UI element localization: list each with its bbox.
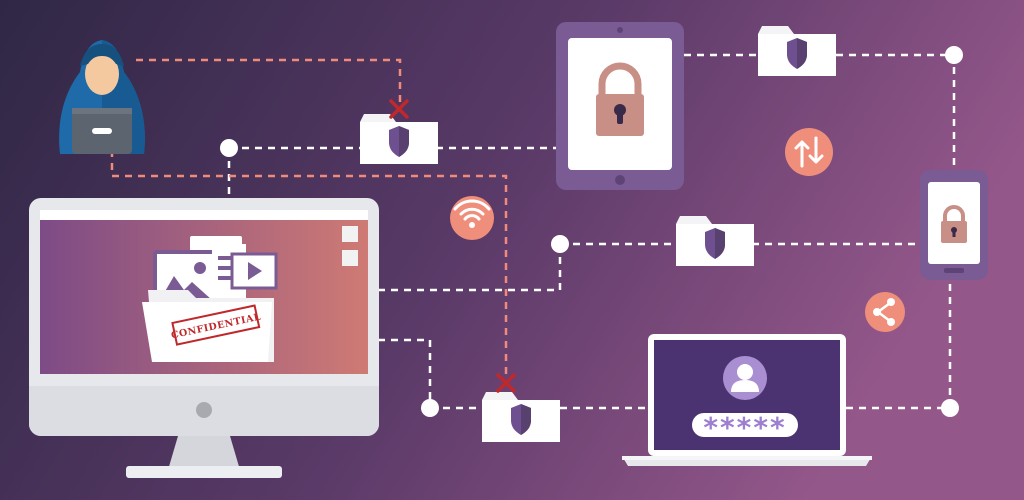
node-dot <box>941 399 959 417</box>
user-avatar-icon <box>723 356 767 400</box>
password-field <box>692 413 798 437</box>
password-mask: ***** <box>703 411 786 444</box>
padlock-icon <box>596 62 644 136</box>
node-dot <box>220 139 238 157</box>
transfer-arrows-icon <box>785 128 833 176</box>
tablet-icon <box>556 22 684 190</box>
padlock-icon <box>941 205 967 243</box>
node-dot <box>945 46 963 64</box>
blocked-x-icon <box>496 373 516 393</box>
hooded-hacker-icon <box>59 40 145 154</box>
smartphone-icon <box>920 170 988 280</box>
network-nodes <box>220 46 963 417</box>
node-dot <box>421 399 439 417</box>
attack-links <box>110 58 508 380</box>
confidential-folder-icon: CONFIDENTIAL <box>142 236 278 362</box>
share-icon <box>865 292 905 332</box>
laptop-icon: ***** <box>622 334 872 466</box>
blocked-x-icon <box>389 99 409 119</box>
node-dot <box>551 235 569 253</box>
confidential-stamp <box>171 304 261 346</box>
power-button-icon <box>196 402 212 418</box>
wifi-icon <box>450 196 494 240</box>
